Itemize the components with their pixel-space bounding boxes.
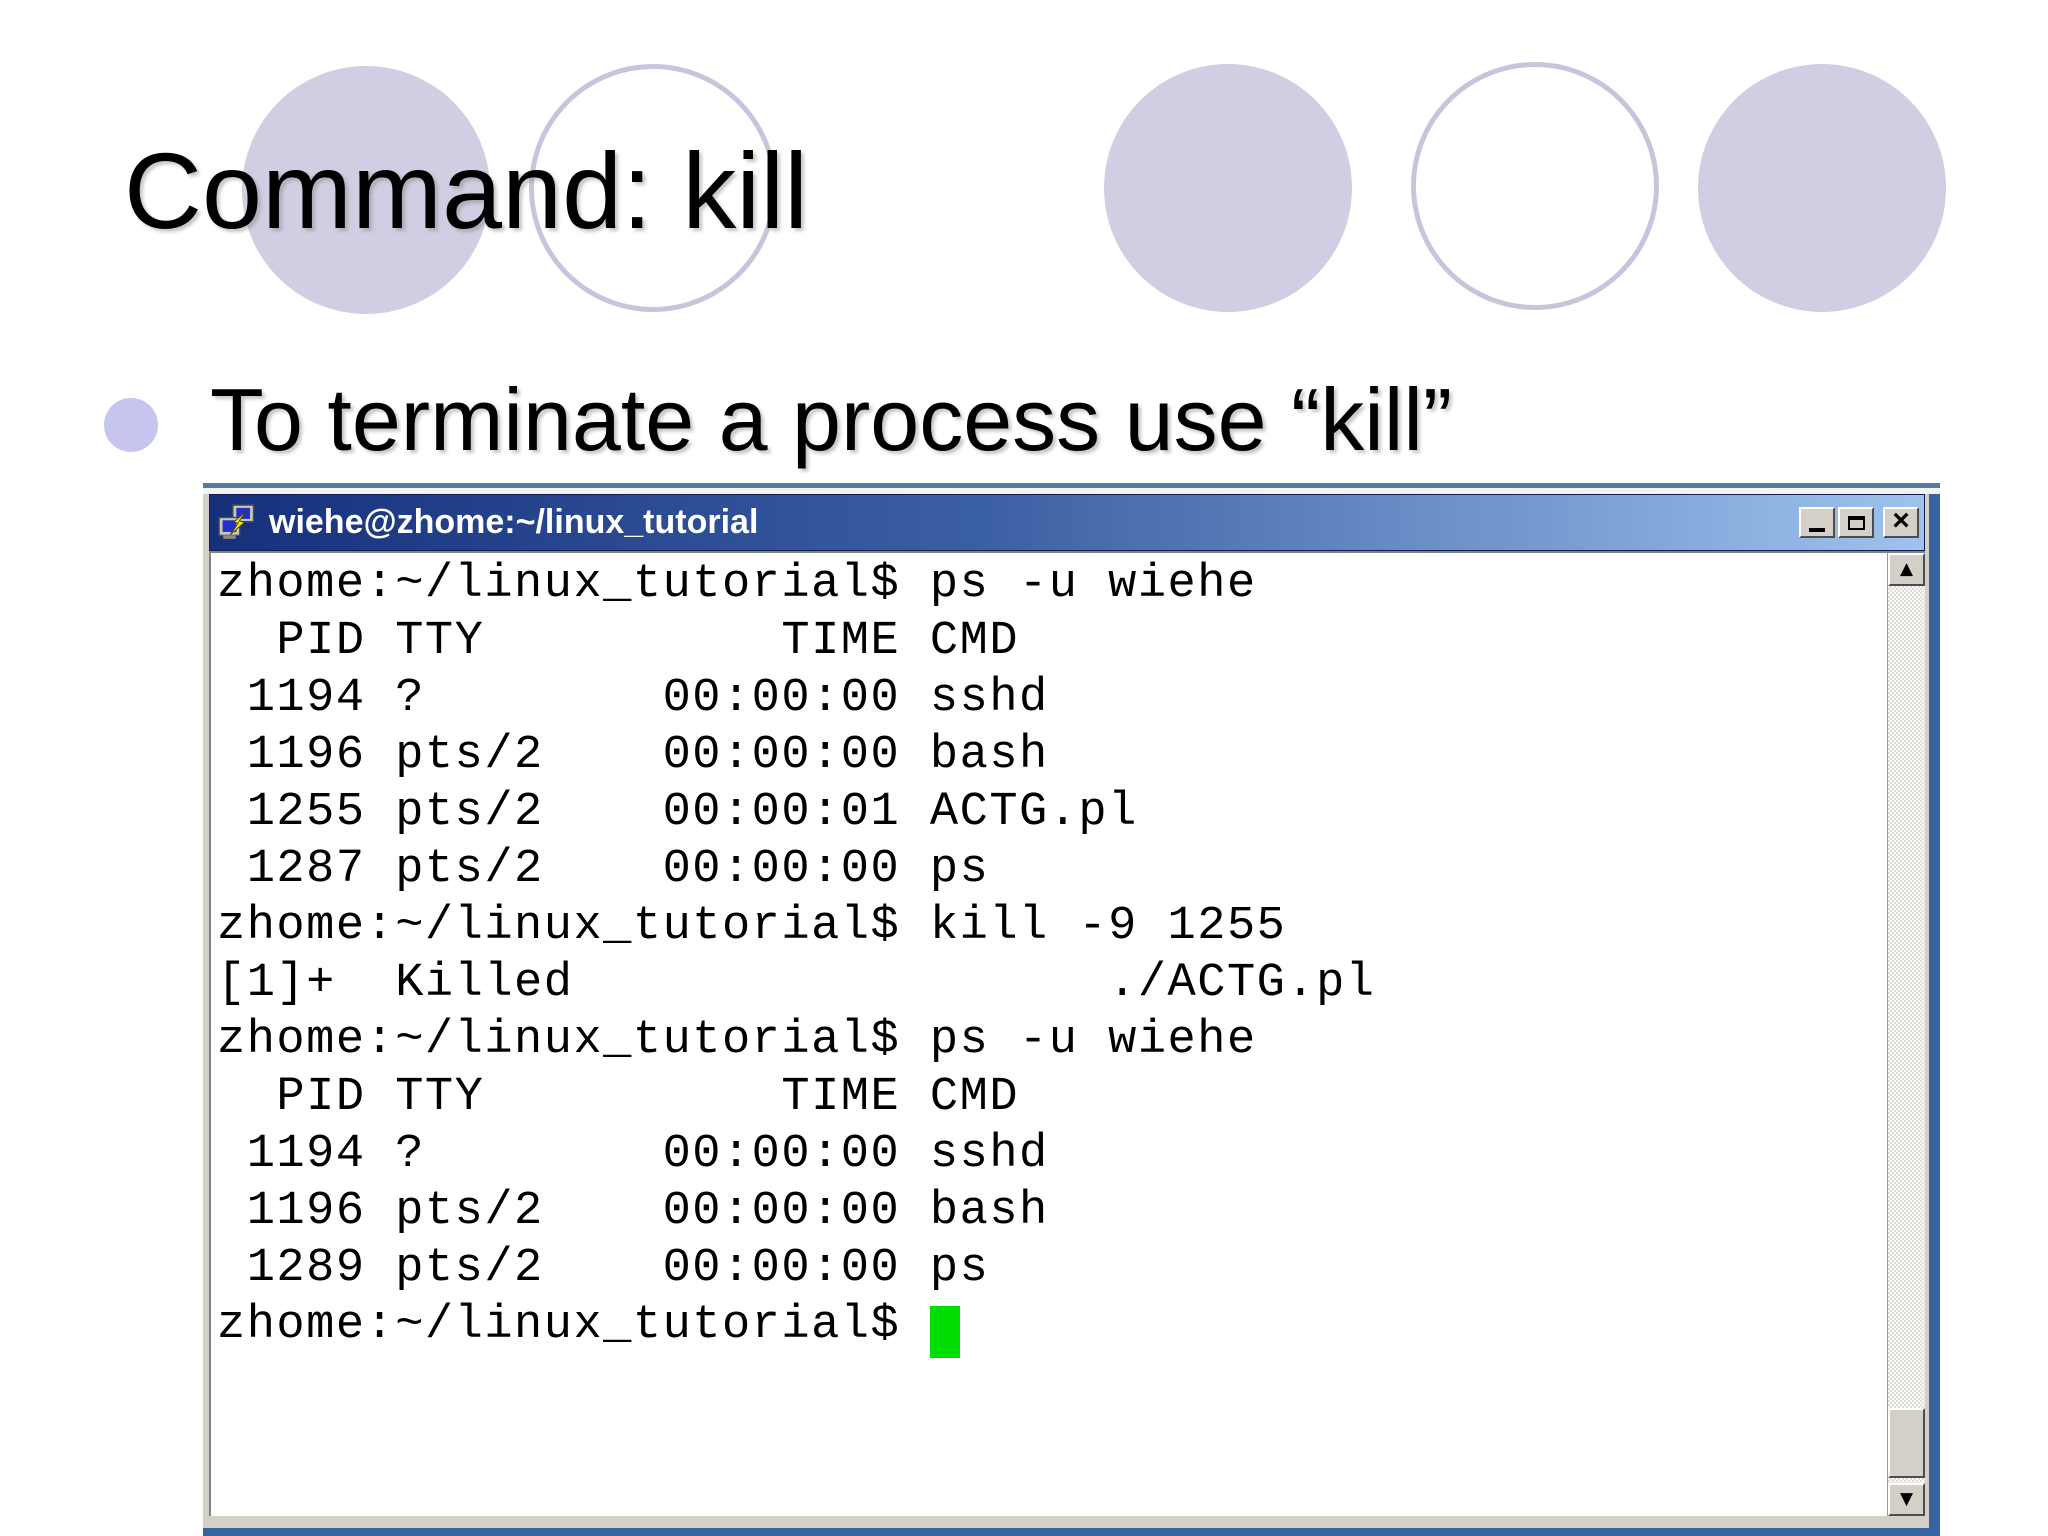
- maximize-icon: [1847, 515, 1865, 530]
- putty-icon[interactable]: [215, 501, 259, 545]
- scrollbar: ▲ ▼: [1887, 553, 1925, 1516]
- page-title: Command: kill: [124, 130, 809, 251]
- terminal-line: PID TTY TIME CMD: [217, 1071, 1020, 1124]
- scrollbar-thumb[interactable]: [1888, 1408, 1925, 1478]
- terminal-prompt: zhome:~/linux_tutorial$: [217, 1299, 930, 1352]
- maximize-button[interactable]: [1838, 507, 1874, 538]
- terminal-line: zhome:~/linux_tutorial$ ps -u wiehe: [217, 558, 1257, 611]
- decorative-circle-outlined-2: [1411, 62, 1659, 310]
- close-icon: ×: [1892, 504, 1910, 537]
- scroll-up-button[interactable]: ▲: [1888, 553, 1925, 586]
- bullet-text: To terminate a process use “kill”: [210, 370, 1453, 469]
- bullet-icon: [104, 398, 158, 452]
- terminal-content-area: zhome:~/linux_tutorial$ ps -u wiehe PID …: [209, 551, 1925, 1516]
- minimize-button[interactable]: [1799, 507, 1835, 538]
- decorative-circle-filled-1: [242, 66, 490, 314]
- terminal-line: 1289 pts/2 00:00:00 ps: [217, 1242, 990, 1295]
- window-top-highlight: [203, 488, 1940, 494]
- titlebar[interactable]: wiehe@zhome:~/linux_tutorial ×: [209, 494, 1925, 551]
- terminal-line: PID TTY TIME CMD: [217, 615, 1020, 668]
- terminal-cursor: [929, 1306, 960, 1358]
- terminal-output[interactable]: zhome:~/linux_tutorial$ ps -u wiehe PID …: [211, 553, 1887, 1516]
- terminal-line: 1196 pts/2 00:00:00 bash: [217, 729, 1049, 782]
- terminal-window: wiehe@zhome:~/linux_tutorial × zhome:~/l…: [203, 483, 1940, 1536]
- decorative-circle-outlined-1: [529, 64, 777, 312]
- decorative-circle-filled-3: [1698, 64, 1946, 312]
- terminal-prompt-line: zhome:~/linux_tutorial$: [217, 1297, 1887, 1358]
- window-title: wiehe@zhome:~/linux_tutorial: [269, 503, 759, 541]
- window-top-edge: [203, 483, 1940, 488]
- minimize-icon: [1809, 527, 1825, 532]
- scroll-down-button[interactable]: ▼: [1888, 1483, 1925, 1516]
- terminal-line: 1255 pts/2 00:00:01 ACTG.pl: [217, 786, 1138, 839]
- terminal-line: [1]+ Killed ./ACTG.pl: [217, 957, 1376, 1010]
- scrollbar-track[interactable]: [1888, 586, 1925, 1483]
- close-button[interactable]: ×: [1883, 504, 1919, 538]
- terminal-line: 1196 pts/2 00:00:00 bash: [217, 1185, 1049, 1238]
- terminal-line: 1287 pts/2 00:00:00 ps: [217, 843, 990, 896]
- terminal-line: zhome:~/linux_tutorial$ ps -u wiehe: [217, 1014, 1257, 1067]
- arrow-up-icon: ▲: [1899, 559, 1914, 579]
- arrow-down-icon: ▼: [1899, 1489, 1914, 1509]
- window-frame: wiehe@zhome:~/linux_tutorial × zhome:~/l…: [203, 494, 1929, 1528]
- terminal-line: 1194 ? 00:00:00 sshd: [217, 1128, 1049, 1181]
- terminal-line: 1194 ? 00:00:00 sshd: [217, 672, 1049, 725]
- decorative-circle-filled-2: [1104, 64, 1352, 312]
- terminal-line: zhome:~/linux_tutorial$ kill -9 1255: [217, 900, 1287, 953]
